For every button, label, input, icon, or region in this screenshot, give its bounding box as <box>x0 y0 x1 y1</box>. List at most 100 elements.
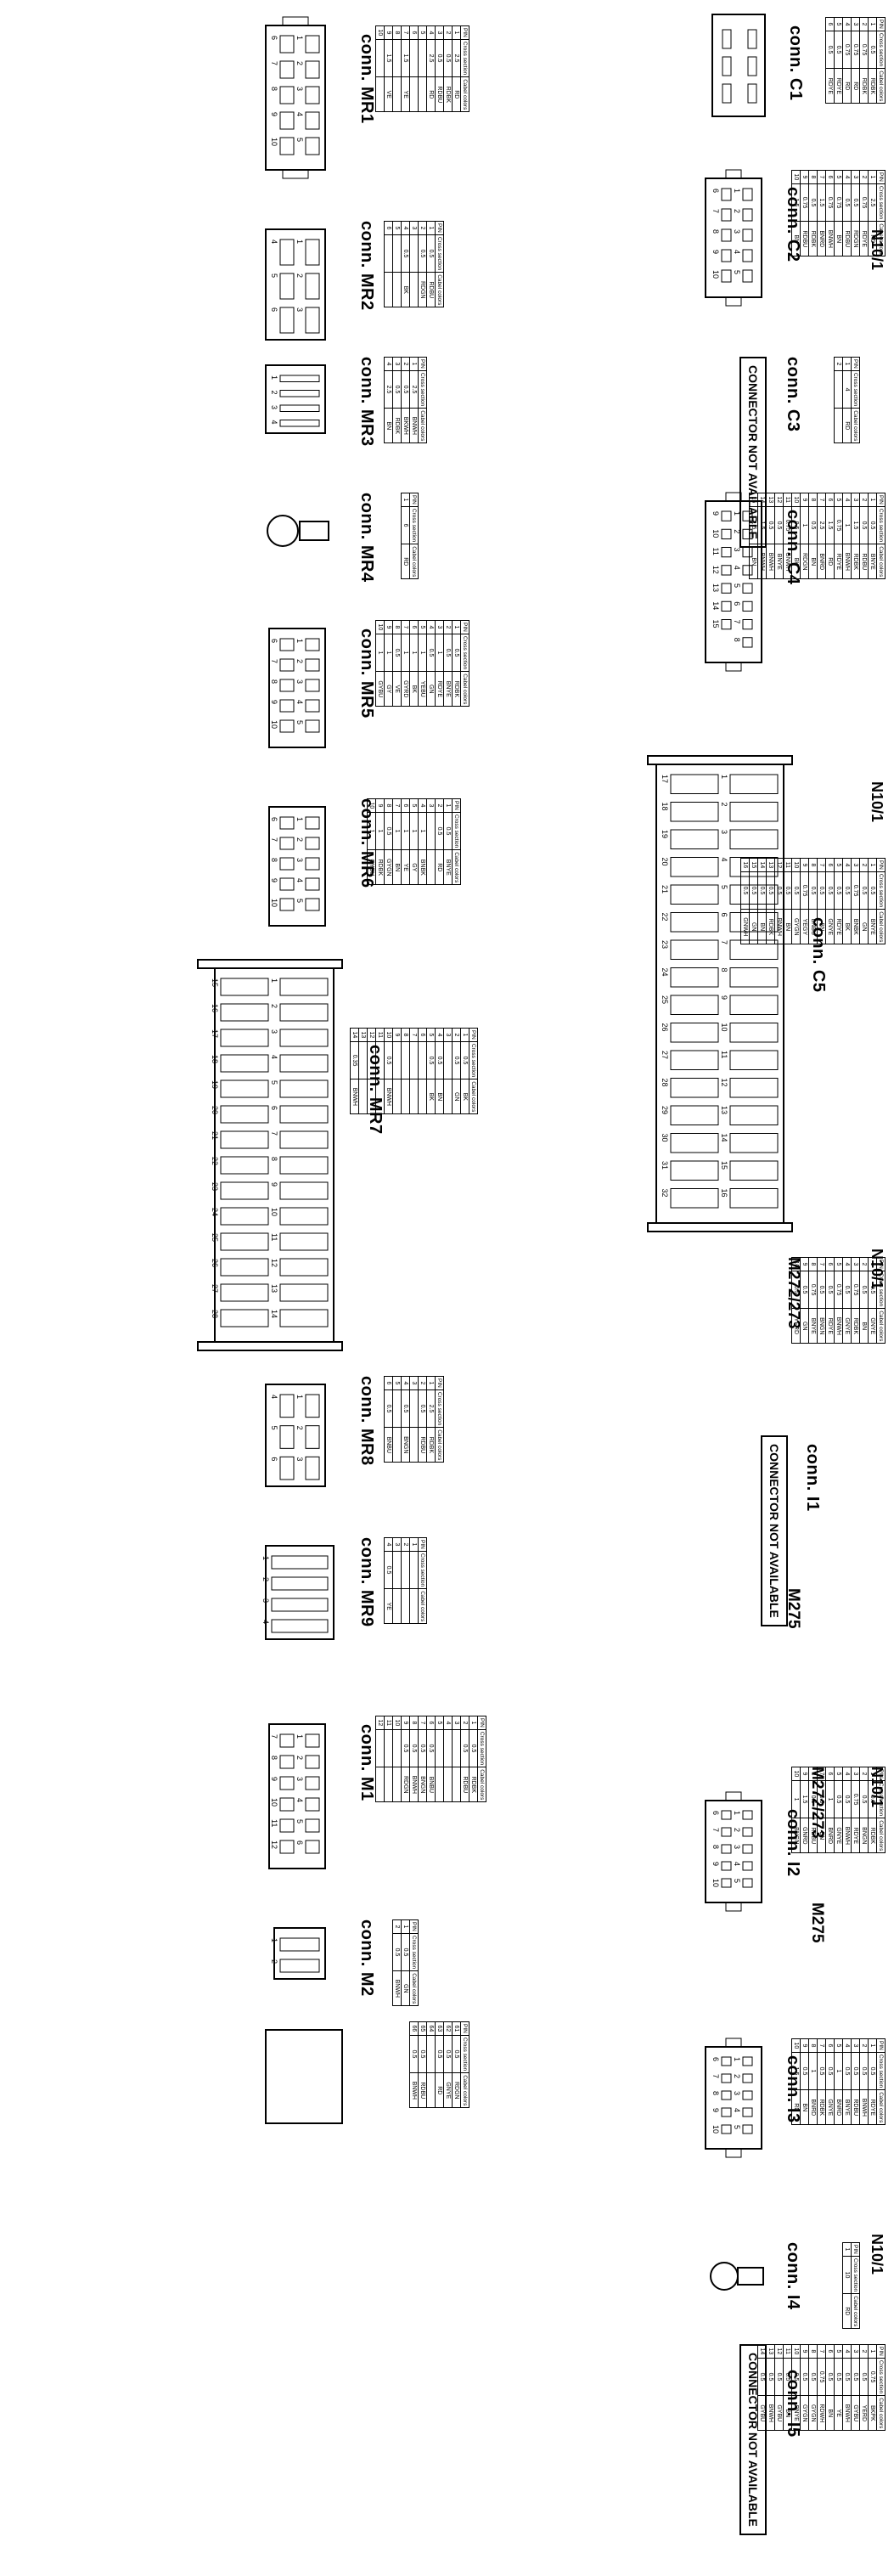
pin-table-cell: 5 <box>392 221 402 235</box>
pin-table-cell: 1 <box>409 634 419 672</box>
pin-table-cell: RDBU <box>842 221 852 256</box>
pin-number: 2 <box>295 837 304 842</box>
connector-mr4-title: conn. MR4 <box>357 493 376 583</box>
table-row: 3 <box>452 1716 461 1802</box>
pin-table-cell: 0.5 <box>842 183 852 222</box>
pin-table-cell: RD <box>868 221 877 256</box>
pin-table-header: Cross section <box>409 1933 419 1971</box>
pin-cavity <box>279 877 295 891</box>
pin-table-cell: GYBU <box>757 2395 767 2431</box>
pin-cavity <box>271 1555 329 1570</box>
pin-table-header: Cabel colors <box>418 1588 427 1624</box>
pin-table-cell: 7 <box>401 25 410 40</box>
pin-number: 3 <box>295 679 304 684</box>
pin-cavity <box>729 939 779 960</box>
pin-table-cell: 62 <box>443 2021 453 2036</box>
pin-cavity <box>279 307 295 334</box>
pin-table-cell: RDBU <box>859 544 869 579</box>
pin-table-header: Cabel colors <box>469 1079 478 1114</box>
pin-cavity <box>305 1797 320 1812</box>
pin-cavity <box>279 719 295 733</box>
pin-table-cell: 0.5 <box>825 871 835 910</box>
pin-cavity <box>721 269 732 283</box>
pin-cavity <box>279 390 320 397</box>
connector-mr4-drawing <box>267 515 329 547</box>
pin-number: 3 <box>733 2091 741 2095</box>
pin-cavity <box>305 816 320 830</box>
pin-number: 10 <box>270 1208 278 1216</box>
pin-number: 9 <box>270 878 278 882</box>
pin-number: 15 <box>711 620 720 628</box>
pin-cavity <box>729 967 779 988</box>
pin-number: 5 <box>733 2125 741 2129</box>
pin-cavity <box>279 1755 295 1769</box>
pin-number: 32 <box>661 1189 669 1198</box>
pin-table-cell <box>384 272 393 307</box>
pin-table-cell <box>401 1079 410 1114</box>
connector-mr2-title: conn. MR2 <box>357 221 376 311</box>
pin-table-cell: 11 <box>375 1028 385 1042</box>
pin-table-cell: RD <box>452 76 461 112</box>
pin-table-cell: 6 <box>384 221 393 235</box>
pin-table-cell: RD <box>791 2089 801 2125</box>
pin-table-cell: 0.5 <box>418 1389 427 1428</box>
pin-table-cell: YE <box>384 1588 393 1624</box>
pin-table-cell: 0.5 <box>749 871 758 910</box>
pin-table-cell: RDYE <box>859 221 869 256</box>
pin-table-header: Cross section <box>876 1271 886 1309</box>
pin-table-cell: 0.5 <box>868 506 877 544</box>
pin-cavity <box>279 638 295 651</box>
pin-table-cell: BN <box>435 1079 444 1114</box>
pin-table-cell: 2 <box>859 170 869 184</box>
pin-cavity <box>279 86 295 104</box>
pin-table-cell: 15 <box>749 493 758 507</box>
pin-cavity <box>220 1029 269 1047</box>
pin-table-cell <box>375 1079 385 1114</box>
pin-table-cell: 0.5 <box>435 39 444 77</box>
pin-number: 2 <box>270 1004 278 1008</box>
pin-table-cell: 0.75 <box>783 506 792 544</box>
pin-cavity <box>279 1054 329 1073</box>
table-row: 5 <box>435 1716 444 1802</box>
pin-cavity <box>742 528 753 539</box>
table-row: 3 <box>392 1537 402 1624</box>
table-row: 4 <box>443 1716 453 1802</box>
pin-table-cell: 0.5 <box>825 1271 835 1309</box>
pin-number: 5 <box>270 273 278 278</box>
pin-table-cell: BNRD <box>825 1818 835 1853</box>
pin-table-cell: 0.5 <box>443 812 453 850</box>
pin-number: 6 <box>733 601 741 606</box>
pin-table-cell: GNYE <box>825 2089 835 2125</box>
pin-table-cell: 3 <box>851 2038 860 2053</box>
pin-table-cell: 0.5 <box>783 871 792 910</box>
pin-cavity <box>279 111 295 130</box>
pin-cavity <box>279 837 295 850</box>
pin-table-cell: 0.5 <box>859 871 869 910</box>
connector-c1-title: conn. C1 <box>786 25 805 101</box>
pin-table-cell: BNBK <box>851 909 860 944</box>
